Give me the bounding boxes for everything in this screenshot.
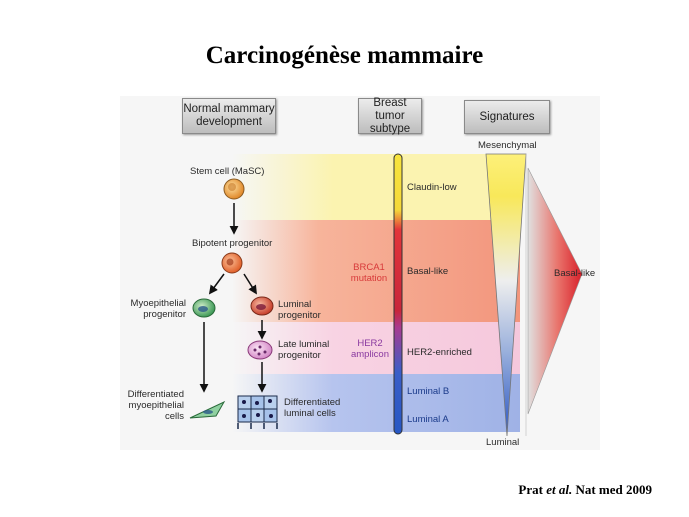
bipotent-progenitor-icon [221,252,243,274]
label-differentiated-luminal: Differentiated luminal cells [284,397,341,419]
header-signatures: Signatures [464,100,550,134]
signature-mesenchymal: Mesenchymal [478,140,537,151]
stem-cell-icon [223,178,245,200]
basal-signature-triangle [527,167,583,415]
luminal-progenitor-icon [250,296,274,316]
signature-gradient [485,153,527,437]
luminal-band [232,374,520,432]
citation-author: Prat [518,482,543,497]
subtype-bar [393,153,403,435]
basal-like-band [232,220,520,322]
differentiated-luminal-icon [237,395,278,429]
subtype-basal-like: Basal-like [407,266,449,277]
myoepithelial-progenitor-icon [192,298,216,318]
label-her2-amplicon: HER2 amplicon [350,338,390,360]
subtype-her2-enriched: HER2-enriched [407,347,472,358]
label-myoepithelial-progenitor: Myoepithelial progenitor [130,298,186,320]
late-luminal-progenitor-icon [247,340,273,360]
header-normal-development: Normal mammary development [182,98,276,134]
citation-journal: Nat med 2009 [575,482,652,497]
her2-band [232,322,520,374]
slide-title: Carcinogénèse mammaire [205,42,484,69]
label-late-luminal-progenitor: Late luminal progenitor [278,339,330,361]
label-stem-cell: Stem cell (MaSC) [190,166,265,177]
subtype-luminal-a: Luminal A [407,414,449,425]
claudin-low-band [232,154,520,220]
signature-luminal: Luminal [486,437,520,448]
label-luminal-progenitor: Luminal progenitor [278,299,321,321]
subtype-claudin-low: Claudin-low [407,182,457,193]
differentiated-myoepithelial-icon [189,400,226,419]
label-differentiated-myoepithelial: Differentiated myoepithelial cells [127,389,184,422]
header-breast-tumor-subtype: Breast tumor subtype [358,97,422,135]
diagram-graphics [189,153,583,437]
signature-basal-like: Basal-like [554,268,596,279]
subtype-figure: Normal mammary development Breast tumor … [120,96,600,450]
subtype-luminal-b: Luminal B [407,386,450,397]
label-brca1-mutation: BRCA1 mutation [350,262,388,284]
label-bipotent-progenitor: Bipotent progenitor [192,238,273,249]
citation-etal: et al. [546,482,573,497]
citation: Prat et al. Nat med 2009 [518,482,652,498]
